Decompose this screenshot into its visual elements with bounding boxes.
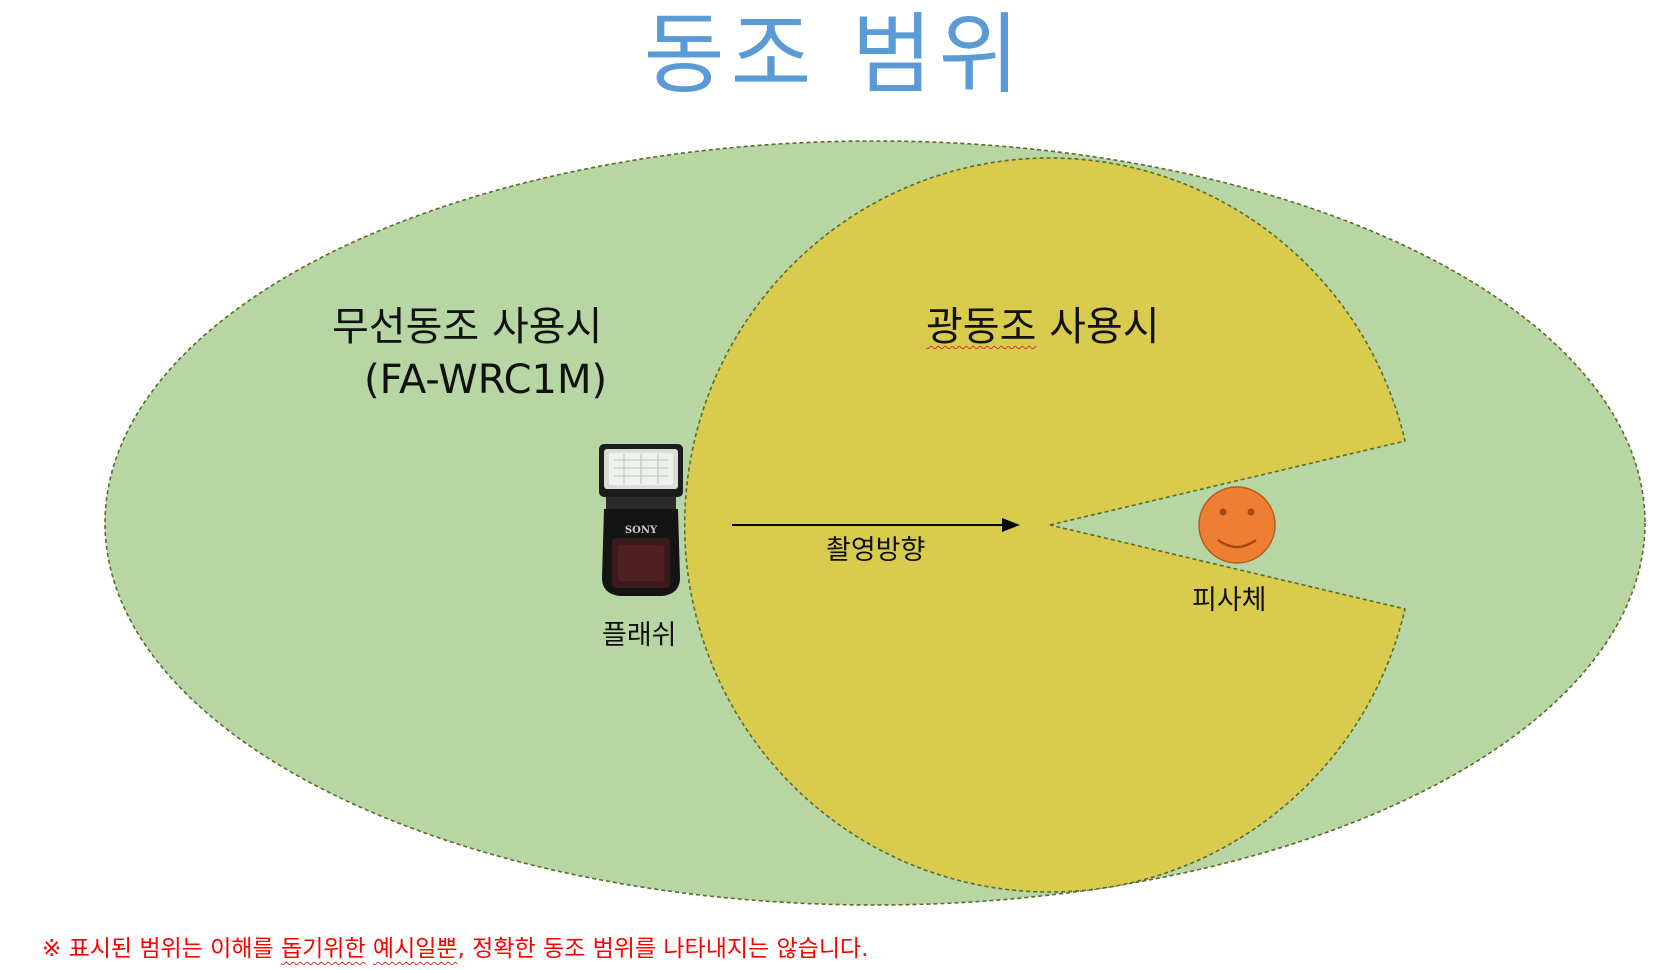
- shooting-direction-label: 촬영방향: [826, 535, 926, 566]
- note-part-4: 예시일뿐: [372, 936, 458, 962]
- optical-sync-zone: [683, 157, 1406, 893]
- note-part-5: , 정확한 동조 범위를 나타내지는 않습니다.: [457, 936, 869, 962]
- note-part-3: [366, 936, 373, 962]
- optical-sync-usage-word: 사용시: [1049, 304, 1160, 350]
- wireless-sync-label: 무선동조 사용시: [332, 304, 603, 350]
- optical-sync-word: 광동조: [926, 304, 1037, 350]
- wireless-sync-model-label: (FA-WRC1M): [364, 357, 608, 403]
- flash-brand-text: SONY: [625, 525, 658, 536]
- smiley-face-icon: [1198, 486, 1276, 564]
- disclaimer-note: ※ 표시된 범위는 이해를 돕기위한 예시일뿐, 정확한 동조 범위를 나타내지…: [42, 935, 868, 963]
- flash-unit-icon: SONY: [599, 444, 683, 596]
- subject-label: 피사체: [1192, 585, 1267, 616]
- arrow-right-icon: [732, 518, 1020, 532]
- page-title: 동조 범위: [643, 3, 1026, 106]
- optical-sync-label: 광동조 사용시: [926, 302, 1160, 352]
- note-part-1: ※ 표시된 범위는 이해를: [42, 936, 281, 962]
- note-part-2: 돕기위한: [280, 936, 366, 962]
- flash-label: 플래쉬: [602, 620, 677, 651]
